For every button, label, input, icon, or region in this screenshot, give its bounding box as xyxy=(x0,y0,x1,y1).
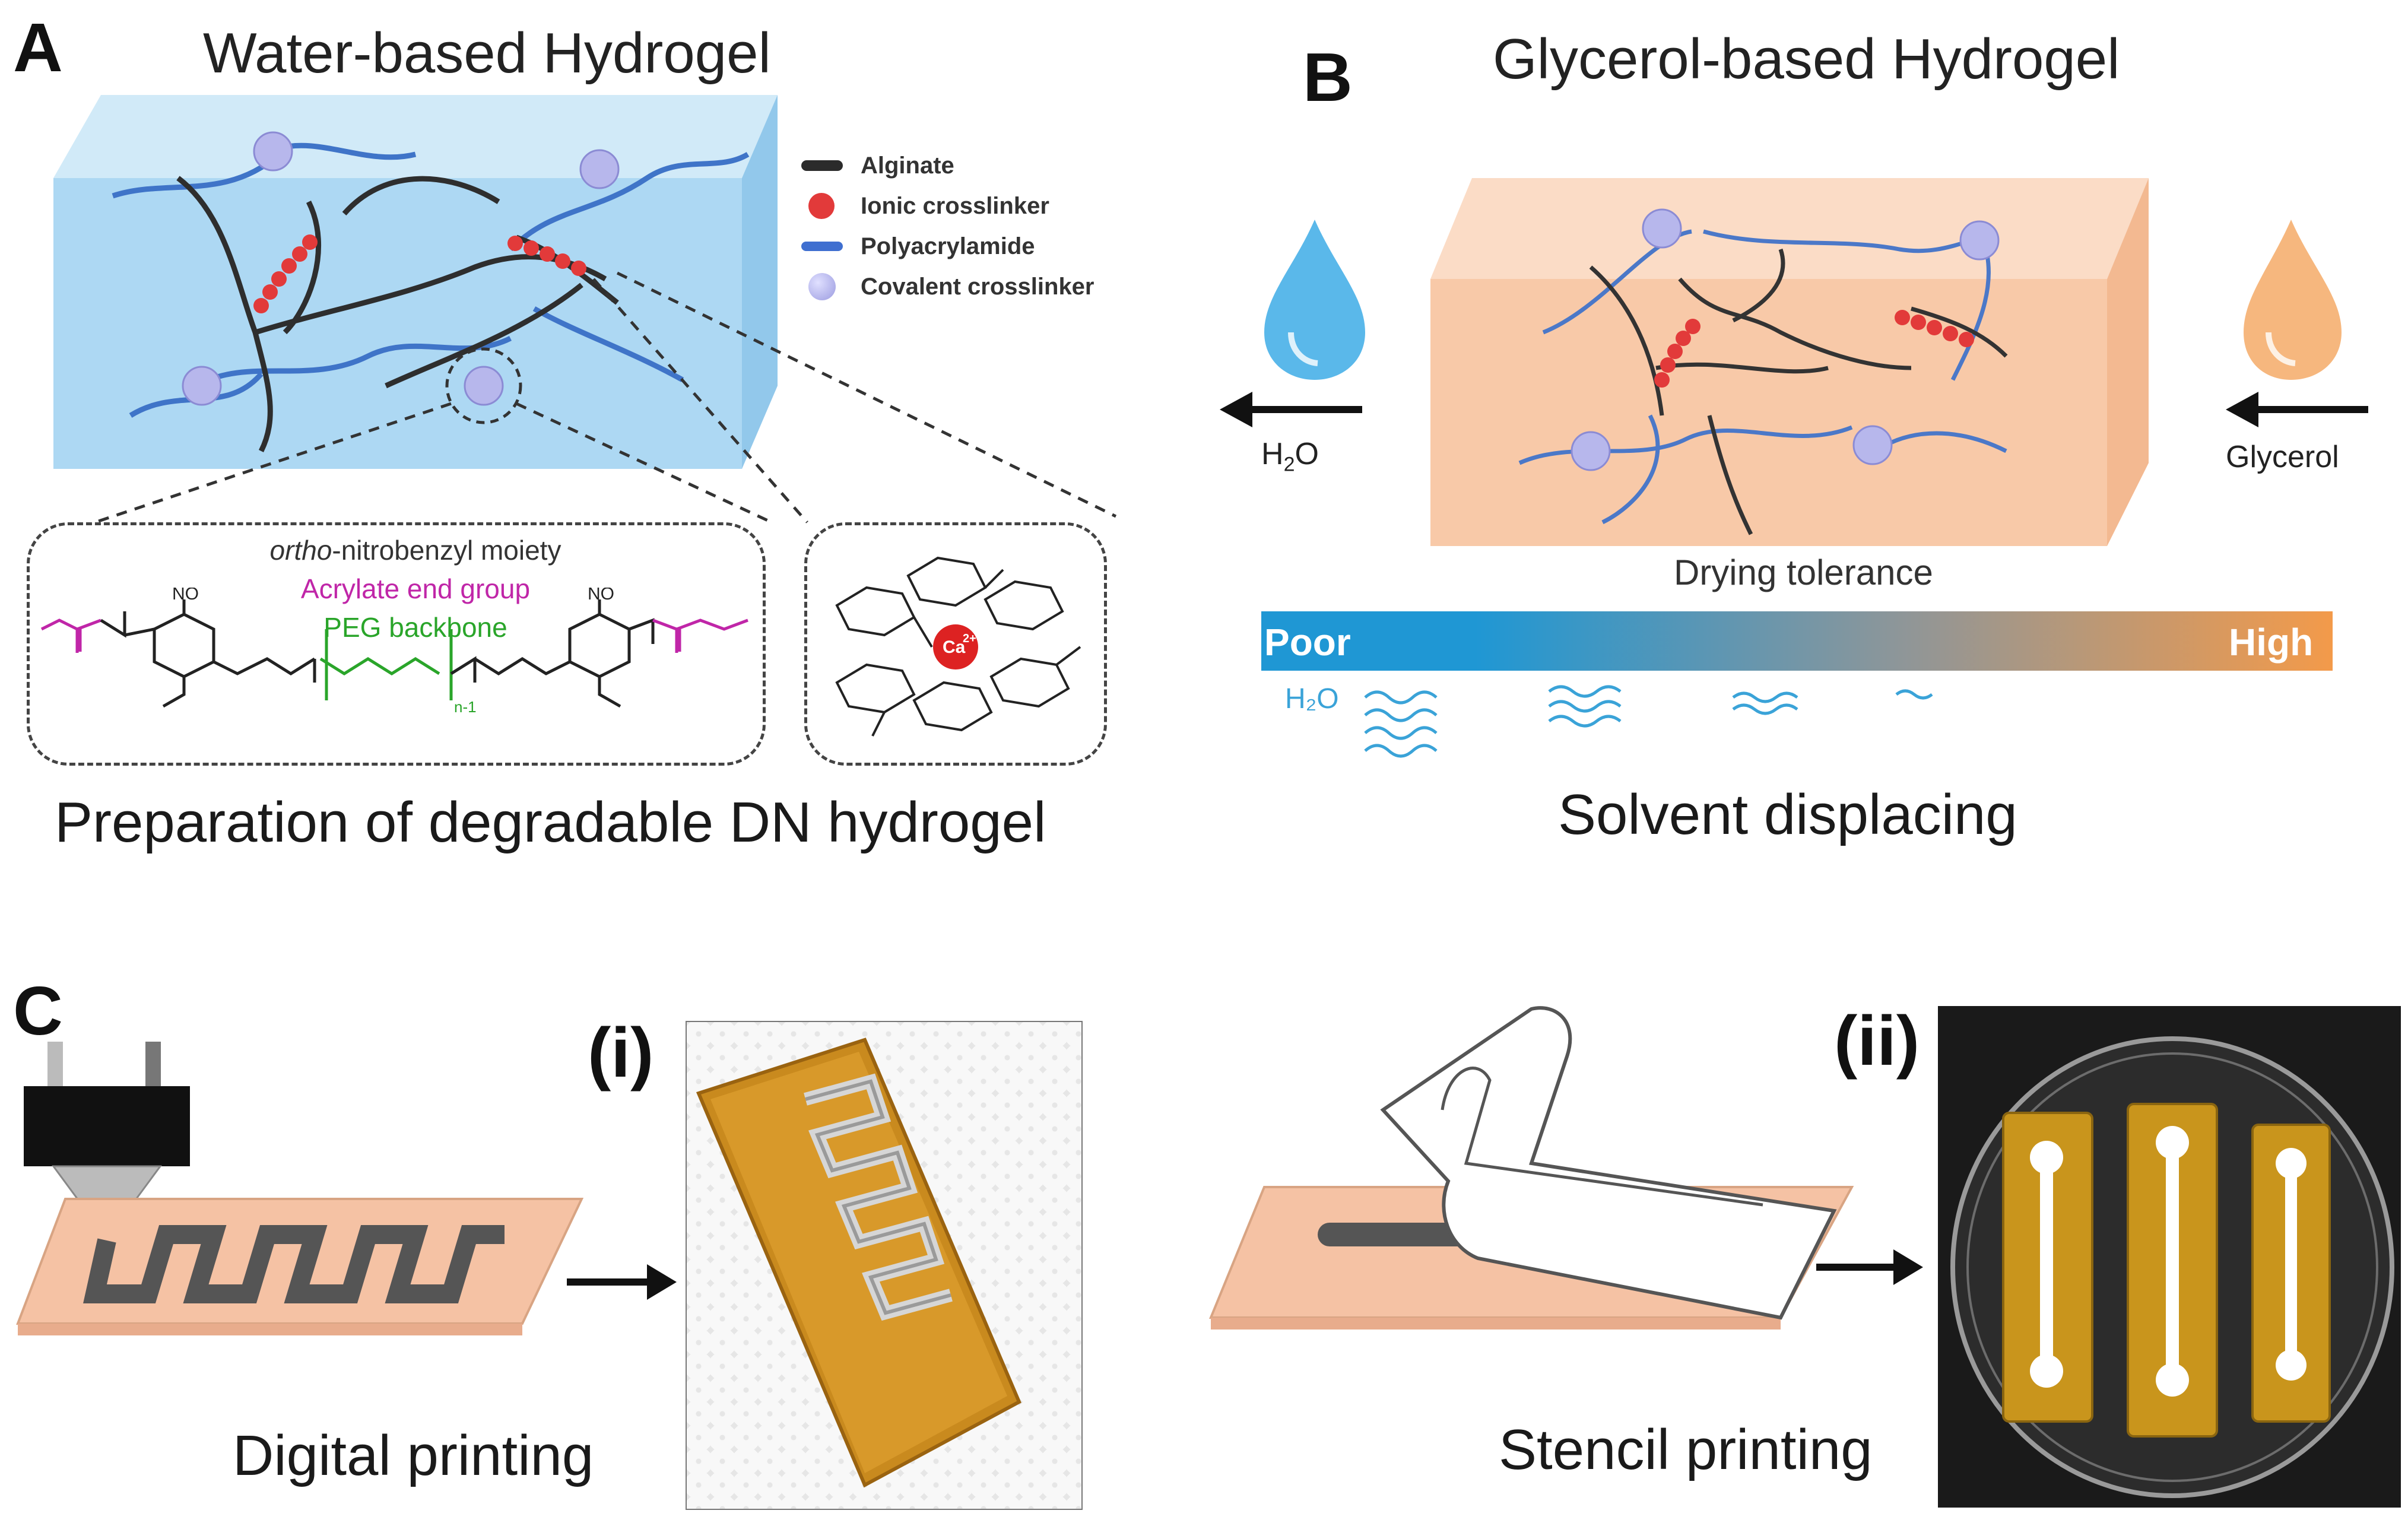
bar-left-label: Poor xyxy=(1264,621,1351,664)
repeat-label: n-1 xyxy=(454,698,477,716)
panel-a-title: Water-based Hydrogel xyxy=(203,21,771,85)
calcium-charge: 2+ xyxy=(963,632,976,645)
glycerol-in-arrow xyxy=(2226,392,2368,427)
bar-right-label: High xyxy=(2229,621,2314,664)
h2o-small-label: H₂O xyxy=(1285,683,1339,715)
photo-stencil-printed-samples xyxy=(1938,1006,2401,1508)
legend-item-ionic: Ionic crosslinker xyxy=(801,186,1169,226)
alginate-calcium-box xyxy=(804,522,1107,766)
calcium-ion xyxy=(933,624,978,670)
blue-line-icon xyxy=(801,242,843,251)
black-line-icon xyxy=(801,160,843,171)
caption-stencil-printing: Stencil printing xyxy=(1499,1418,1873,1481)
panel-a-caption: Preparation of degradable DN hydrogel xyxy=(55,791,1046,854)
photo-digital-printed-sample xyxy=(686,1021,1083,1510)
water-out-arrow xyxy=(1220,392,1362,427)
solvent-waves xyxy=(1364,685,1933,758)
purple-sphere-icon xyxy=(808,273,836,300)
water-label-o: O xyxy=(1295,437,1319,471)
panel-b-letter: B xyxy=(1303,39,1353,116)
panel-b-title: Glycerol-based Hydrogel xyxy=(1493,27,2120,91)
water-label: H2O xyxy=(1261,436,1319,476)
peg-label: PEG backbone xyxy=(323,612,507,643)
legend-label: Alginate xyxy=(861,152,954,179)
tolerance-label: Drying tolerance xyxy=(1674,553,1933,592)
legend: Alginate Ionic crosslinker Polyacrylamid… xyxy=(801,145,1169,307)
legend-item-covalent: Covalent crosslinker xyxy=(801,266,1169,307)
panel-b-caption: Solvent displacing xyxy=(1558,783,2017,846)
sample-i-drawing xyxy=(696,1037,1021,1488)
legend-label: Ionic crosslinker xyxy=(861,192,1049,219)
zoom-circle xyxy=(445,347,522,424)
legend-item-alginate: Alginate xyxy=(801,145,1169,186)
legend-label: Polyacrylamide xyxy=(861,233,1035,259)
water-label-sub: 2 xyxy=(1283,453,1295,476)
glycerol-drop-icon xyxy=(2244,220,2342,380)
ionic-crosslinker-cluster-1 xyxy=(253,234,318,313)
label-i: (i) xyxy=(588,1014,654,1092)
alginate-calcium-drawing: Ca 2+ xyxy=(835,556,1081,737)
caption-digital-printing: Digital printing xyxy=(233,1424,594,1487)
arrow-to-photo-ii xyxy=(1816,1249,1923,1285)
no2-right-text: NO xyxy=(588,588,614,604)
moiety-label: ortho-nitrobenzyl moiety xyxy=(237,534,594,566)
drying-tolerance-bar xyxy=(1261,611,2333,671)
legend-label: Covalent crosslinker xyxy=(861,273,1094,300)
moiety-prefix: ortho xyxy=(269,535,332,566)
panel-c-letter: C xyxy=(13,972,63,1049)
glycerol-label: Glycerol xyxy=(2226,440,2339,474)
moiety-suffix: -nitrobenzyl moiety xyxy=(332,535,561,566)
sample-ii-drawing xyxy=(1950,1036,2394,1498)
ionic-crosslinker-cluster-2 xyxy=(507,236,586,276)
red-dot-icon xyxy=(808,193,835,219)
water-label-h: H xyxy=(1261,437,1284,471)
zoom-lines xyxy=(94,271,1117,524)
legend-item-polyacrylamide: Polyacrylamide xyxy=(801,226,1169,266)
chemical-structure-box xyxy=(27,522,766,766)
label-ii: (ii) xyxy=(1834,1002,1920,1080)
water-drop-icon xyxy=(1264,220,1365,380)
no2-left-text: NO xyxy=(172,588,199,604)
arrow-to-photo-i xyxy=(567,1264,677,1300)
molecule-drawing: NO NO n-1 xyxy=(40,588,748,716)
calcium-ion-text: Ca xyxy=(943,637,966,657)
acrylate-label: Acrylate end group xyxy=(300,573,531,604)
covalent-crosslinkers xyxy=(182,131,620,406)
panel-a-letter: A xyxy=(13,9,63,86)
